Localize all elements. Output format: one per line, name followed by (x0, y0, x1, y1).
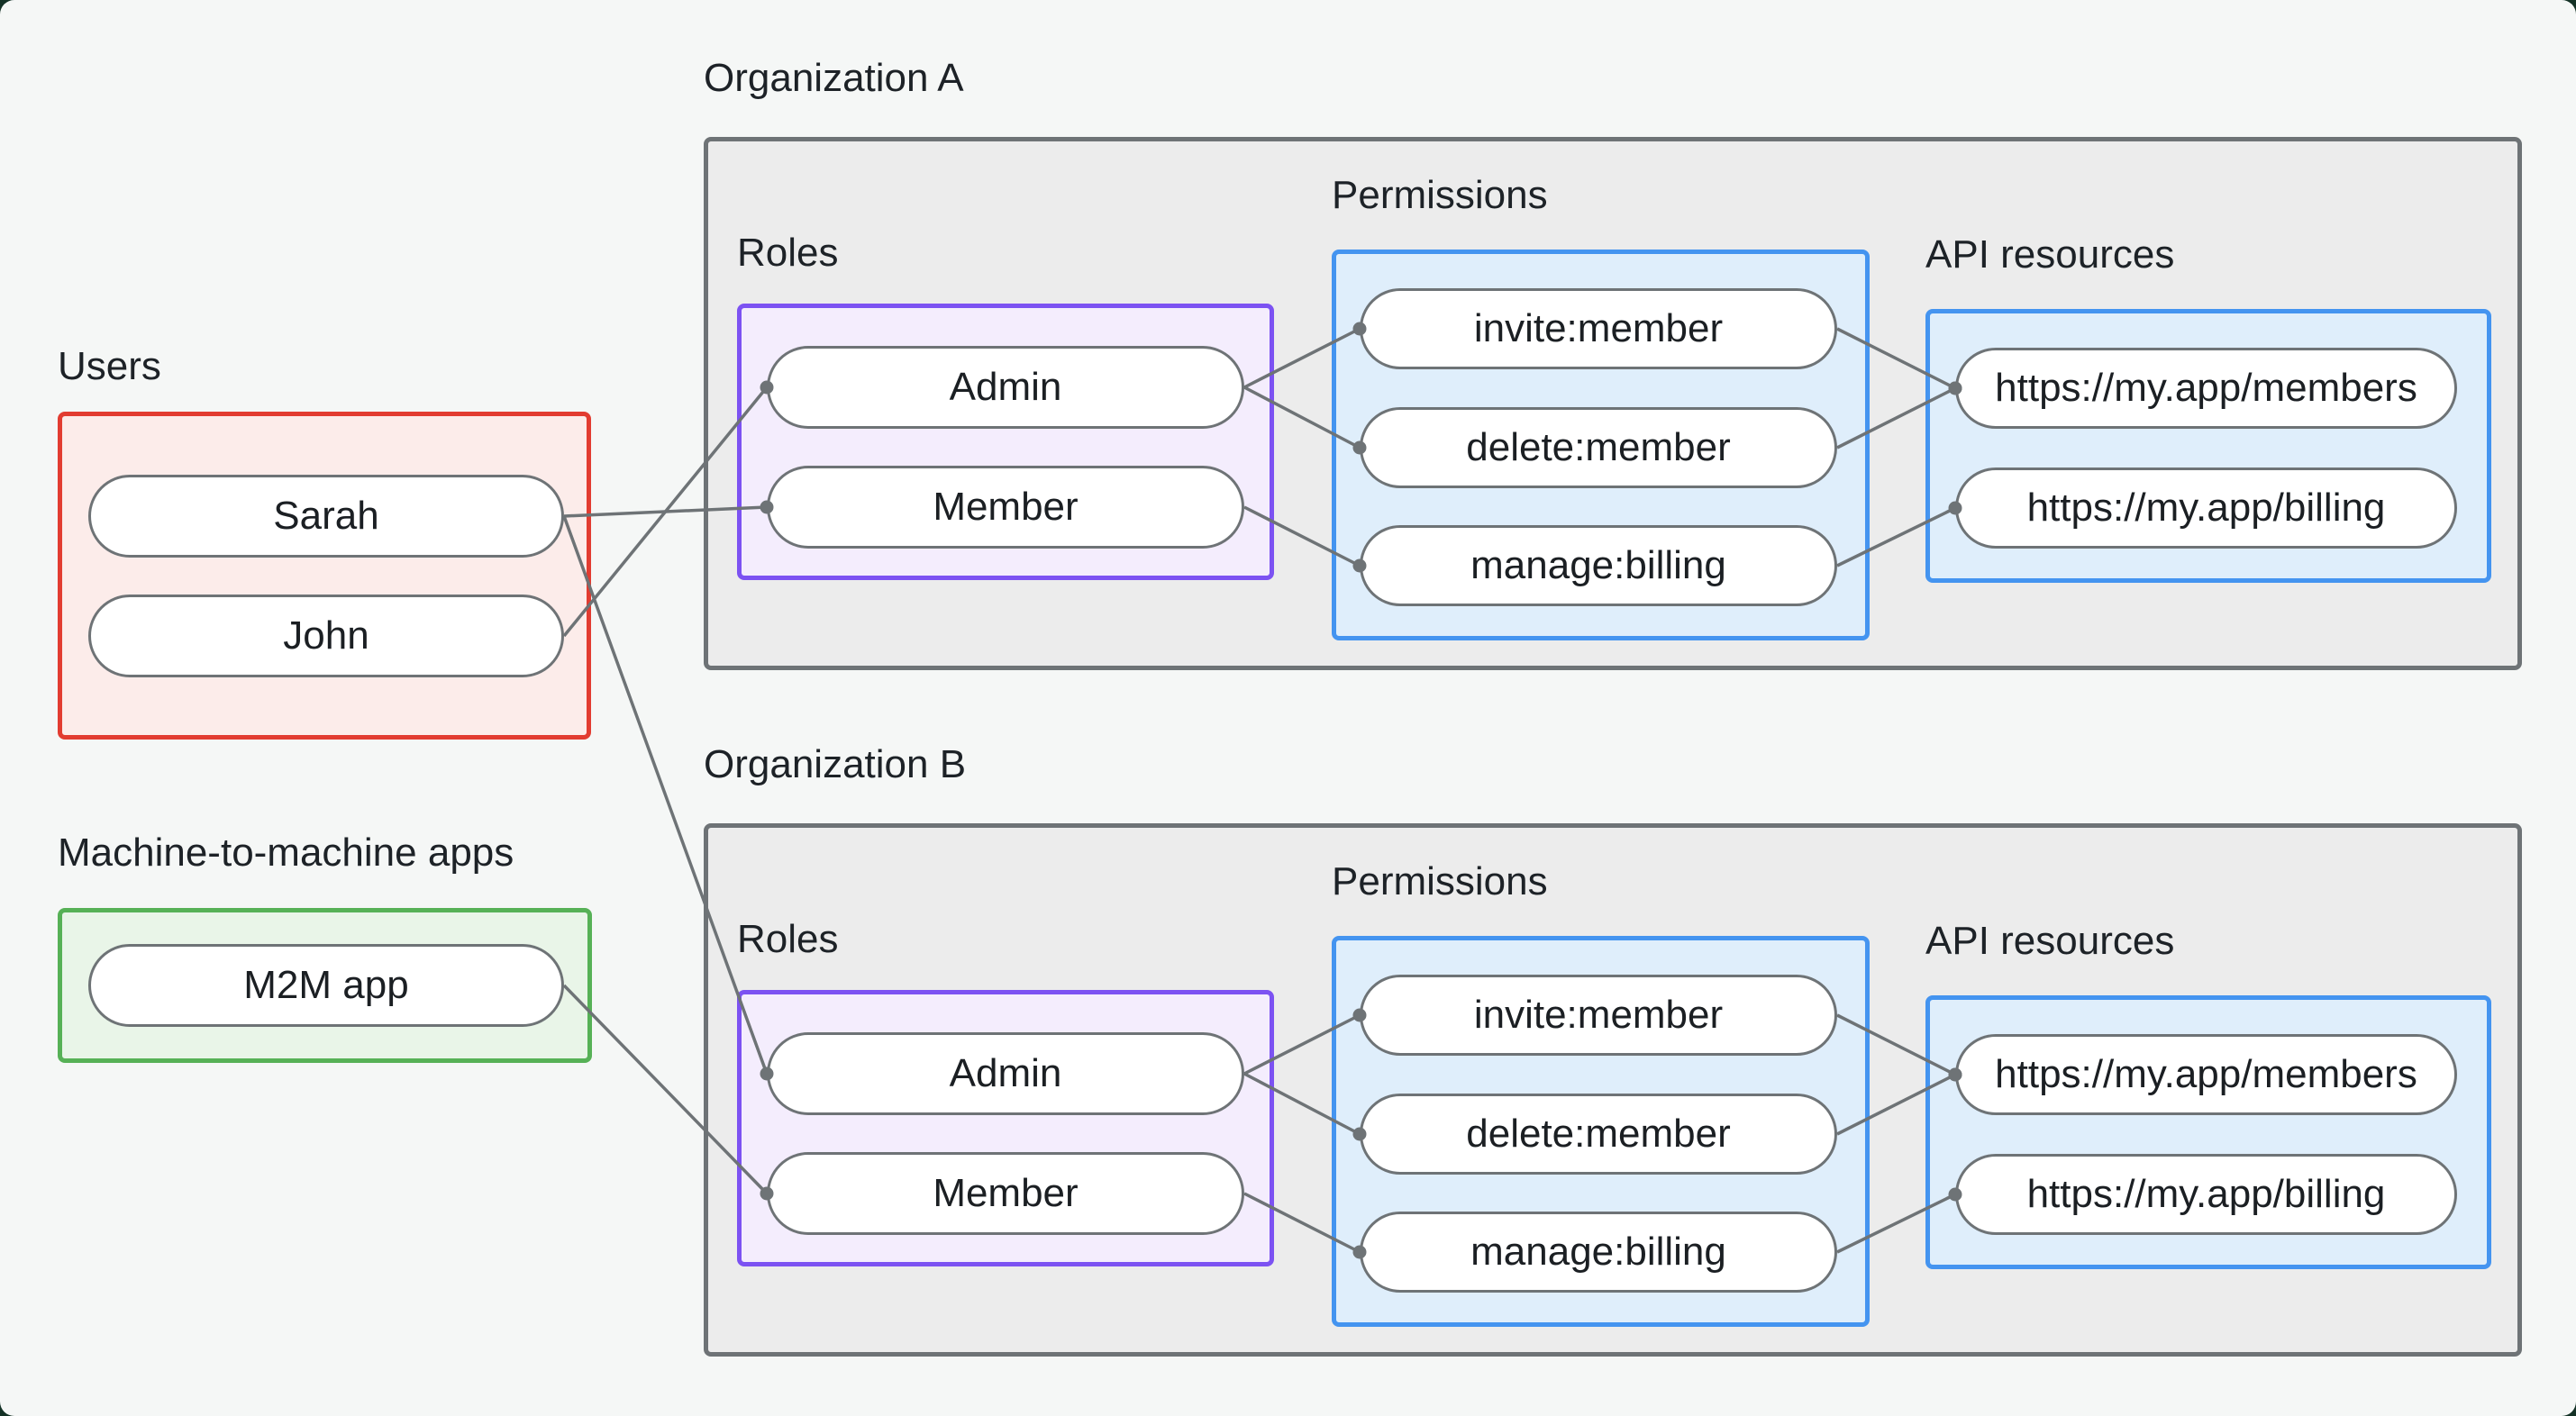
org-b-group-label: Organization B (704, 742, 967, 786)
member-b-node: Member (767, 1152, 1244, 1235)
delete-a-node: delete:member (1360, 407, 1837, 488)
admin-b-node: Admin (767, 1032, 1244, 1115)
roles-a-group-label: Roles (737, 231, 839, 275)
admin-a-node: Admin (767, 346, 1244, 429)
member-a-node: Member (767, 466, 1244, 549)
members-api-b-node: https://my.app/members (1955, 1034, 2457, 1115)
delete-b-node: delete:member (1360, 1094, 1837, 1175)
m2m-app-node: M2M app (88, 944, 564, 1027)
manage-a-node: manage:billing (1360, 525, 1837, 606)
sarah-node: Sarah (88, 475, 564, 558)
roles-b-group-label: Roles (737, 917, 839, 961)
billing-api-a-node: https://my.app/billing (1955, 467, 2457, 549)
perm-a-group-label: Permissions (1332, 173, 1548, 217)
m2m-group-label: Machine-to-machine apps (58, 831, 514, 875)
org-a-group-label: Organization A (704, 56, 964, 100)
users-group-box (58, 412, 591, 740)
users-group-label: Users (58, 344, 161, 388)
api-b-group-label: API resources (1925, 919, 2175, 963)
invite-a-node: invite:member (1360, 288, 1837, 369)
perm-b-group-label: Permissions (1332, 859, 1548, 903)
invite-b-node: invite:member (1360, 975, 1837, 1056)
api-a-group-label: API resources (1925, 232, 2175, 277)
john-node: John (88, 595, 564, 677)
manage-b-node: manage:billing (1360, 1212, 1837, 1293)
members-api-a-node: https://my.app/members (1955, 348, 2457, 429)
billing-api-b-node: https://my.app/billing (1955, 1154, 2457, 1235)
